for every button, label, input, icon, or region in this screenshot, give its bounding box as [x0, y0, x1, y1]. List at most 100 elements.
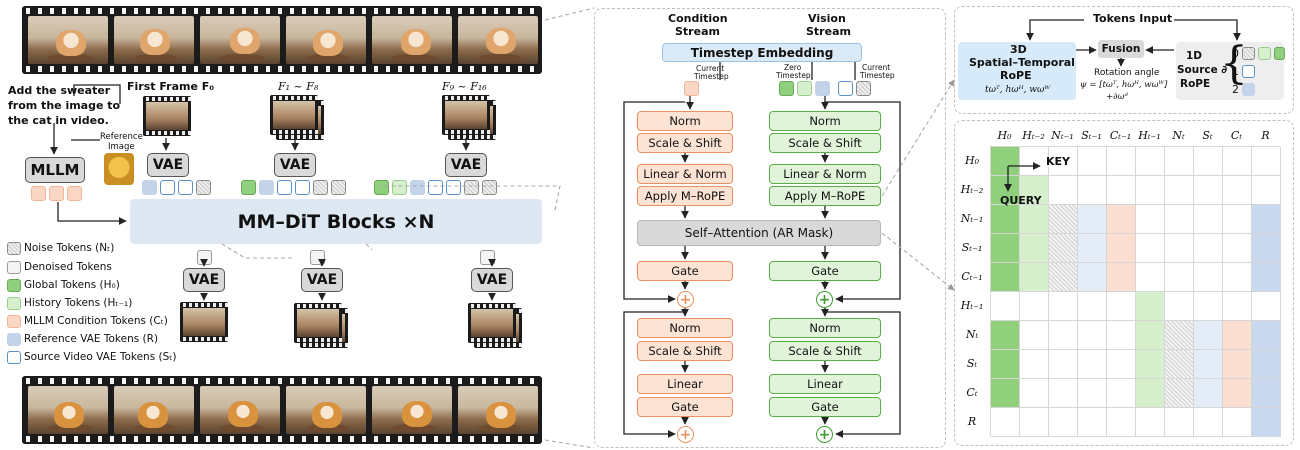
- legend-swatch-reference: [7, 333, 21, 346]
- mask-cell: [1252, 292, 1281, 321]
- spatial-rope-title-1: 3D: [1010, 43, 1027, 56]
- fusion-box: Fusion: [1098, 40, 1144, 58]
- legend-mllm: MLLM Condition Tokens (Cₜ): [24, 315, 168, 327]
- cond-gate-1: Gate: [637, 261, 733, 281]
- vis-gate-2: Gate: [769, 397, 881, 417]
- attention-mask-grid: [990, 146, 1281, 437]
- cond-scale-shift-1: Scale & Shift: [637, 133, 733, 153]
- output-frame-1: [180, 302, 228, 342]
- source-token-source: [1242, 65, 1255, 78]
- cond-residual-add-2: +: [677, 426, 694, 443]
- condition-stream-title-1: Condition: [668, 12, 728, 25]
- mask-cell: [1194, 176, 1223, 205]
- condition-timestep-token: [684, 81, 699, 96]
- vis-norm-2: Norm: [769, 318, 881, 338]
- source-value-2: 2: [1232, 83, 1239, 96]
- mask-cell: [1049, 234, 1078, 263]
- mask-col-label: Nₜ: [1172, 129, 1185, 142]
- denoised-token: [197, 250, 212, 265]
- legend-global: Global Tokens (H₀): [24, 279, 120, 291]
- mask-cell: [1107, 321, 1136, 350]
- vae-decoder-3: VAE: [471, 268, 513, 292]
- mask-cell: [1223, 321, 1252, 350]
- mask-col-label: Hₜ₋₂: [1022, 129, 1045, 142]
- reference-image: [104, 153, 134, 185]
- mask-row-label: Hₜ₋₁: [960, 299, 984, 312]
- mask-cell: [1020, 292, 1049, 321]
- mask-cell: [1194, 292, 1223, 321]
- mask-cell: [1078, 321, 1107, 350]
- self-attention-ar-mask: Self–Attention (AR Mask): [637, 220, 881, 246]
- vae-decoder-1: VAE: [183, 268, 225, 292]
- legend-denoised: Denoised Tokens: [24, 261, 112, 273]
- mask-cell: [1165, 350, 1194, 379]
- mask-cell: [1165, 176, 1194, 205]
- mask-cell: [1107, 379, 1136, 408]
- mask-cell: [1136, 205, 1165, 234]
- mask-cell: [1165, 321, 1194, 350]
- legend-swatch-noise: [7, 242, 21, 255]
- current-timestep-right-label-1: Current: [862, 63, 891, 72]
- mask-cell: [991, 263, 1020, 292]
- legend-swatch-mllm: [7, 315, 21, 328]
- source-token-noise: [1242, 47, 1255, 60]
- mask-cell: [1252, 176, 1281, 205]
- mask-cell: [1136, 321, 1165, 350]
- vae-decoder-2: VAE: [301, 268, 343, 292]
- mask-cell: [1078, 408, 1107, 437]
- mask-cell: [1194, 147, 1223, 176]
- mask-cell: [991, 147, 1020, 176]
- mask-cell: [1020, 147, 1049, 176]
- spatial-rope-title-3: RoPE: [1000, 69, 1032, 82]
- mask-row-label: Sₜ: [966, 357, 978, 370]
- mask-cell: [1223, 292, 1252, 321]
- mask-cell: [1107, 263, 1136, 292]
- first-frame-label: First Frame F₀: [127, 80, 215, 93]
- mask-cell: [1107, 176, 1136, 205]
- key-label: KEY: [1046, 155, 1071, 168]
- cond-norm-2: Norm: [637, 318, 733, 338]
- reference-image-label-1: Reference: [100, 132, 143, 142]
- source-value-0: 0: [1232, 47, 1239, 60]
- vae-encoder-frames-9-16: VAE: [445, 153, 487, 177]
- mask-row-label: Nₜ: [965, 328, 979, 341]
- mask-cell: [1165, 408, 1194, 437]
- mask-cell: [1020, 379, 1049, 408]
- mask-cell: [1107, 408, 1136, 437]
- mask-cell: [1020, 350, 1049, 379]
- cond-norm-1: Norm: [637, 111, 733, 131]
- source-rope-title-2: Source ∂: [1177, 64, 1228, 76]
- current-timestep-right-label-2: Timestep: [860, 71, 895, 80]
- mask-cell: [1165, 147, 1194, 176]
- mask-cell: [1049, 147, 1078, 176]
- mask-cell: [1020, 205, 1049, 234]
- mask-cell: [1107, 205, 1136, 234]
- source-rope-title-3: RoPE: [1180, 78, 1211, 90]
- mask-cell: [1020, 234, 1049, 263]
- mask-cell: [1078, 292, 1107, 321]
- source-token-history: [1258, 47, 1271, 60]
- mask-cell: [1049, 263, 1078, 292]
- mask-row-label: H₀: [964, 154, 979, 167]
- cond-linear-norm: Linear & Norm: [637, 164, 733, 184]
- mask-cell: [1136, 292, 1165, 321]
- mask-cell: [1165, 292, 1194, 321]
- mask-cell: [1223, 379, 1252, 408]
- vision-stream-title-1: Vision: [808, 12, 846, 25]
- rotation-angle-label: Rotation angle: [1094, 68, 1160, 78]
- vision-stream-title-2: Stream: [806, 25, 851, 38]
- mask-cell: [1252, 379, 1281, 408]
- mask-cell: [1107, 292, 1136, 321]
- cond-residual-add-1: +: [677, 291, 694, 308]
- mask-cell: [1165, 379, 1194, 408]
- legend-swatch-global: [7, 279, 21, 292]
- mm-dit-blocks: MM–DiT Blocks ×N: [130, 199, 542, 244]
- mask-row-label: Hₜ₋₂: [960, 183, 984, 196]
- mask-col-label: Sₜ: [1202, 129, 1213, 142]
- mask-cell: [1020, 408, 1049, 437]
- frames-9-16-label: F₉ ~ F₁₆: [442, 80, 487, 93]
- legend-reference: Reference VAE Tokens (R): [24, 333, 159, 345]
- mask-cell: [1078, 379, 1107, 408]
- mask-cell: [1049, 321, 1078, 350]
- source-token-reference: [1242, 83, 1255, 96]
